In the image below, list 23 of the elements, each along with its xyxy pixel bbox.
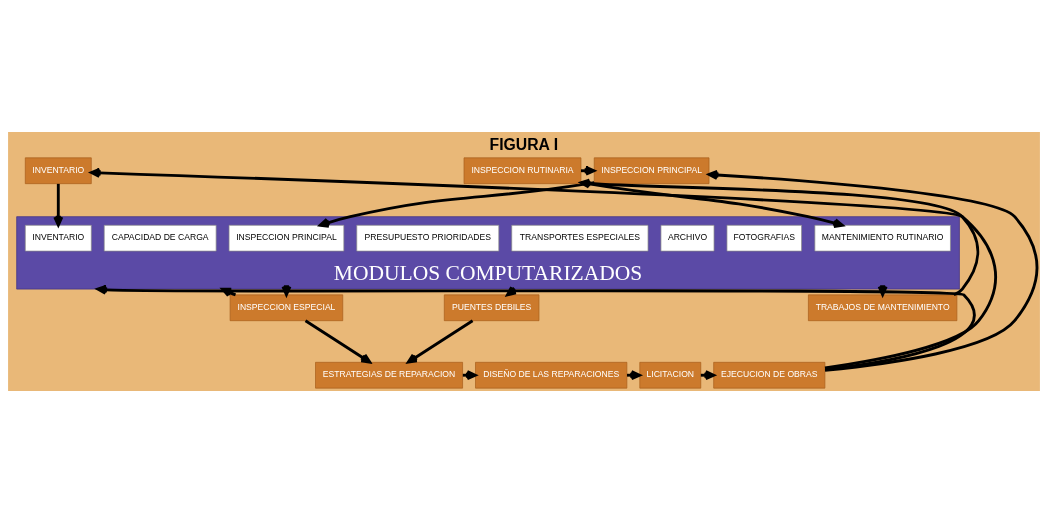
node-box: INSPECCION PRINCIPAL [228, 224, 345, 252]
node-box: TRABAJOS DE MANTENIMIENTO [808, 294, 958, 322]
node-box: INSPECCION PRINCIPAL [593, 157, 710, 184]
node-box: EJECUCION DE OBRAS [713, 361, 826, 389]
arrow [53, 183, 64, 227]
node-box: INVENTARIO [24, 224, 92, 252]
arrow [318, 181, 595, 228]
arrow [406, 319, 474, 364]
node-box: INVENTARIO [24, 157, 92, 184]
node-box: MANTENIMIENTO RUTINARIO [814, 224, 951, 252]
diagram-title: FIGURA I [489, 135, 559, 153]
node-box: INSPECCION ESPECIAL [229, 294, 344, 322]
node-box: INSPECCION RUTINARIA [463, 157, 582, 184]
node-box: TRANSPORTES ESPECIALES [511, 224, 649, 252]
node-box: CAPACIDAD DE CARGA [103, 224, 217, 252]
node-box: FOTOGRAFIAS [726, 224, 802, 252]
node-box: PRESUPUESTO PRIORIDADES [356, 224, 500, 252]
node-box: PUENTES DEBILES [443, 294, 540, 322]
node-box: ESTRATEGIAS DE REPARACION [315, 361, 463, 389]
node-box: ARCHIVO [660, 224, 715, 252]
node-box: DISEÑO DE LAS REPARACIONES [475, 361, 628, 389]
arrow [304, 319, 372, 364]
node-box: LICITACION [639, 361, 702, 389]
